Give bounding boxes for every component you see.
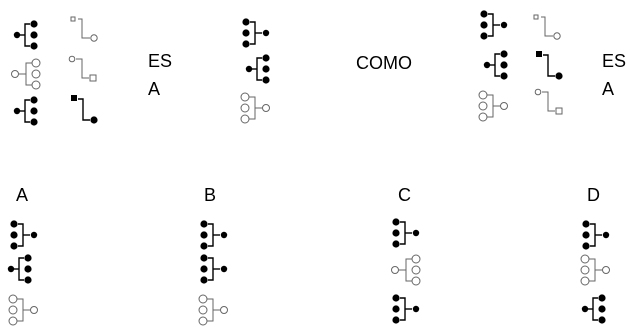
tree-left-outline-icon [11, 58, 41, 90]
tree-left-solid-icon [7, 254, 32, 284]
a-label: A [148, 79, 161, 99]
tree-left-solid-icon [483, 50, 508, 80]
tree-right-solid-icon [582, 220, 610, 250]
tree-right-outline-icon [580, 254, 610, 286]
tree-right-outline-icon [478, 90, 508, 122]
tree-right-outline-icon [8, 294, 38, 326]
tree-right-outline-icon [240, 92, 270, 124]
option-a-label[interactable]: A [16, 185, 29, 205]
tree-right-solid-icon [200, 254, 228, 284]
option-c-label[interactable]: C [398, 185, 411, 205]
tree-right-solid-icon [392, 218, 420, 248]
es-label-2: ES [602, 51, 627, 71]
como-label: COMO [356, 53, 412, 73]
corner-arrow-outline-icon [70, 16, 98, 42]
es-label: ES [148, 51, 173, 71]
tree-left-outline-icon [391, 254, 421, 286]
corner-arrow-outline-icon [533, 14, 561, 40]
option-b-label[interactable]: B [204, 185, 217, 205]
tree-right-solid-icon [10, 220, 38, 250]
tree-left-solid-icon [13, 96, 38, 126]
corner-arrow-outline-icon [534, 88, 563, 115]
a-label-2: A [602, 79, 615, 99]
tree-right-solid-icon [392, 294, 420, 324]
tree-right-solid-icon [480, 10, 508, 40]
corner-arrow-outline-icon [68, 55, 97, 82]
tree-left-solid-icon [581, 294, 606, 324]
tree-right-outline-icon [198, 294, 228, 326]
corner-arrow-solid-icon [71, 95, 98, 124]
tree-right-solid-icon [200, 220, 228, 250]
option-d-label[interactable]: D [587, 185, 600, 205]
tree-left-solid-icon [245, 54, 270, 84]
corner-arrow-solid-icon [536, 51, 563, 80]
tree-right-solid-icon [242, 18, 270, 48]
tree-left-solid-icon [13, 20, 38, 50]
